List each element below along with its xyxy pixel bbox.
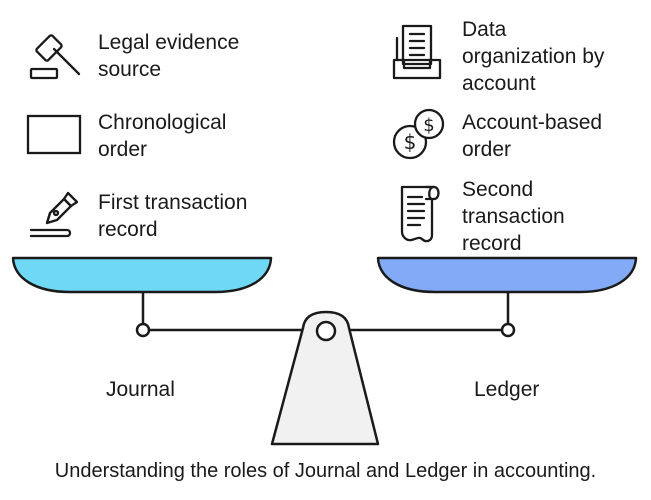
journal-label: Journal <box>106 378 175 401</box>
caption: Understanding the roles of Journal and L… <box>54 460 597 482</box>
receipt-scroll-icon <box>392 183 448 245</box>
ledger-label: Ledger <box>474 378 540 401</box>
rectangle-icon <box>26 114 83 155</box>
ledger-item-data-organization: Data organization by account <box>462 18 605 95</box>
gavel-icon <box>27 28 83 80</box>
journal-item-legal-evidence: Legal evidence source <box>98 31 240 81</box>
fountain-pen-icon <box>27 189 83 243</box>
fulcrum-pivot <box>315 320 337 342</box>
ledger-item-account-based: Account-based order <box>462 111 603 161</box>
svg-text:$: $ <box>423 115 434 136</box>
journal-item-chronological: Chronological order <box>98 111 227 161</box>
coins-icon: $ $ <box>389 106 445 162</box>
right-pivot <box>500 322 516 338</box>
ledger-item-second-record: Second transaction record <box>462 178 565 255</box>
left-pivot <box>135 322 151 338</box>
journal-item-first-record: First transaction record <box>98 191 248 241</box>
fulcrum <box>270 310 380 446</box>
filing-tray-icon <box>391 24 447 82</box>
journal-pan <box>11 256 273 294</box>
svg-text:$: $ <box>404 130 417 154</box>
ledger-pan <box>376 256 638 294</box>
